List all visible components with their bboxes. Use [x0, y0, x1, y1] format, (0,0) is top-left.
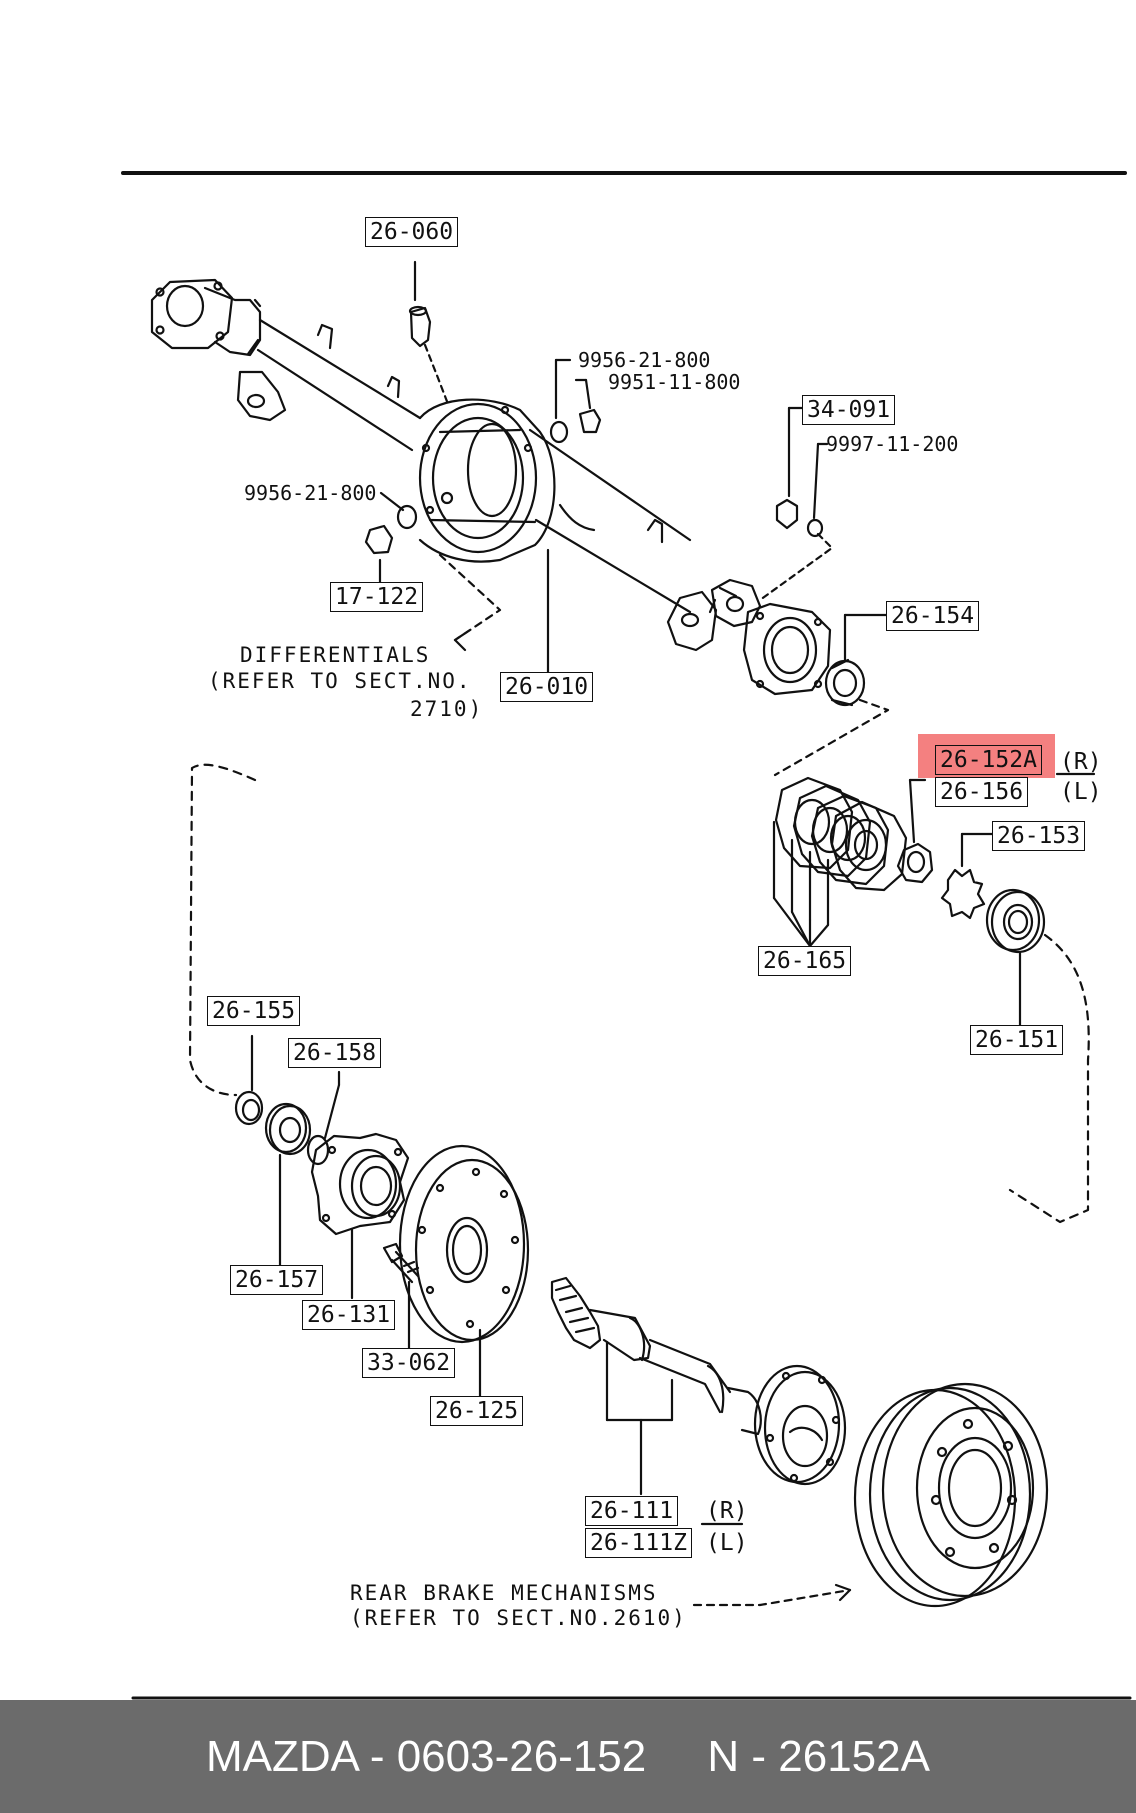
part-label-26-156[interactable]: 26-156: [935, 777, 1029, 807]
side-label-right-upper: (R): [1060, 749, 1102, 775]
part-label-26-155[interactable]: 26-155: [207, 996, 301, 1026]
highlight-marker: [918, 734, 1055, 778]
axle-housing-shape: [150, 278, 832, 696]
part-label-26-158[interactable]: 26-158: [288, 1038, 382, 1068]
seal-ring-shape: [234, 1090, 264, 1126]
part-label-26-111Z[interactable]: 26-111Z: [585, 1528, 692, 1558]
side-label-left-upper: (L): [1060, 779, 1102, 805]
fill-plug: [578, 408, 602, 434]
oil-seal-shape: [824, 658, 866, 707]
backing-plate-shape: [398, 1144, 530, 1344]
brake-note-line2: (REFER TO SECT.NO.2610): [350, 1606, 687, 1630]
differentials-note-line2: (REFER TO SECT.NO.: [208, 669, 472, 693]
part-label-26-157[interactable]: 26-157: [230, 1265, 324, 1295]
part-label-26-151[interactable]: 26-151: [970, 1025, 1064, 1055]
part-label-26-111[interactable]: 26-111: [585, 1496, 679, 1526]
part-label-26-131[interactable]: 26-131: [302, 1300, 396, 1330]
part-label-34-091[interactable]: 34-091: [802, 395, 896, 425]
part-label-26-165[interactable]: 26-165: [758, 946, 852, 976]
part-label-9956-21-800-upper[interactable]: 9956-21-800: [578, 348, 711, 372]
part-label-17-122[interactable]: 17-122: [330, 582, 424, 612]
part-label-9956-21-800-lower[interactable]: 9956-21-800: [244, 481, 377, 505]
part-label-26-153[interactable]: 26-153: [992, 821, 1086, 851]
part-label-9951-11-800[interactable]: 9951-11-800: [608, 370, 741, 394]
lock-nut-shape: [896, 842, 934, 884]
side-label-right-lower: (R): [706, 1498, 748, 1524]
gasket-ring-lower: [396, 504, 418, 530]
caption-text: MAZDA - 0603-26-152 N - 26152A: [206, 1731, 930, 1781]
part-label-9997-11-200[interactable]: 9997-11-200: [826, 432, 959, 456]
lock-washer-shape: [940, 868, 986, 920]
part-label-26-152A[interactable]: 26-152A: [935, 745, 1042, 775]
gasket-ring-upper: [549, 420, 569, 444]
part-label-33-062[interactable]: 33-062: [362, 1348, 456, 1378]
part-label-26-154[interactable]: 26-154: [886, 601, 980, 631]
bearing-shape: [985, 888, 1046, 954]
drain-plug: [364, 524, 394, 555]
brake-drum-shape: [853, 1382, 1049, 1608]
part-label-26-060[interactable]: 26-060: [365, 217, 459, 247]
nut-shape: [775, 498, 799, 530]
axle-shaft-shape: [550, 1276, 847, 1486]
shim-plates-shape: [774, 776, 908, 892]
washer-shape: [806, 518, 824, 538]
differentials-note-line1: DIFFERENTIALS: [240, 643, 431, 667]
bearing-housing-shape: [310, 1132, 410, 1236]
side-label-left-lower: (L): [706, 1530, 748, 1556]
inner-bearing-shape: [264, 1102, 312, 1156]
differentials-note-line3: 2710): [410, 697, 484, 721]
brake-note-line1: REAR BRAKE MECHANISMS: [350, 1581, 658, 1605]
part-label-26-125[interactable]: 26-125: [430, 1396, 524, 1426]
caption-bar: MAZDA - 0603-26-152 N - 26152A: [0, 1700, 1136, 1813]
part-label-26-010[interactable]: 26-010: [500, 672, 594, 702]
o-ring-shape: [306, 1134, 330, 1166]
breather-shape: [408, 260, 450, 406]
